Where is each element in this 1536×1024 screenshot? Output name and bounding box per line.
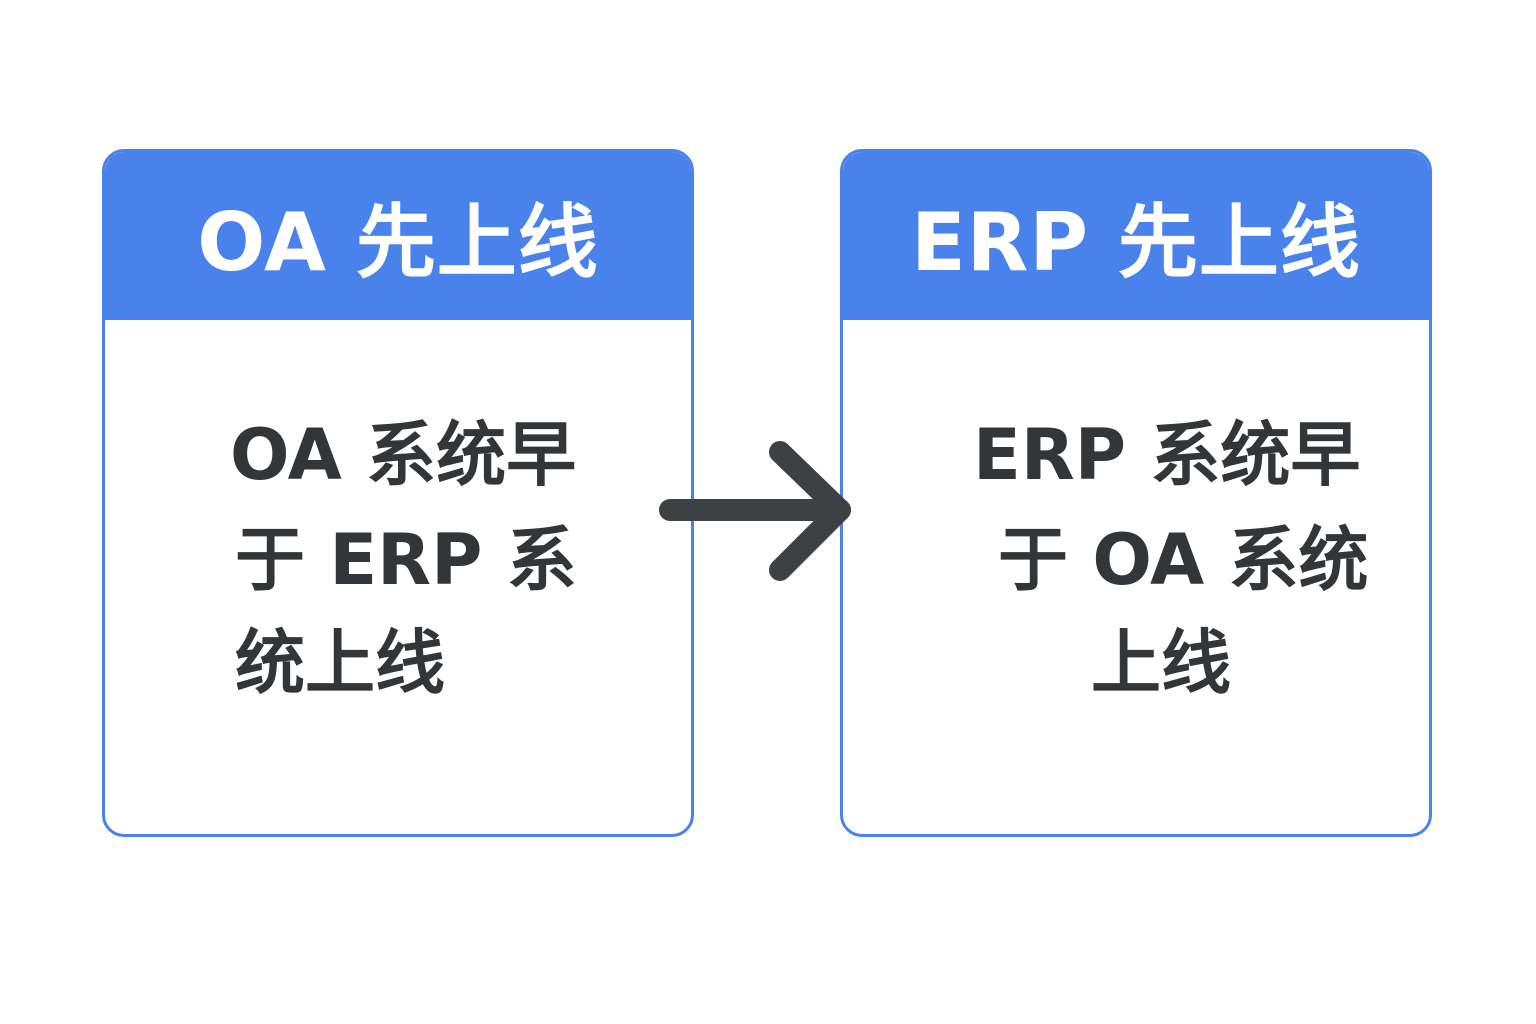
oa-first-header: OA 先上线 <box>105 152 691 320</box>
oa-first-text-line-1: OA 系统早 <box>230 414 577 496</box>
erp-first-title: ERP 先上线 <box>911 196 1361 289</box>
oa-first-body: OA 系统早 于 ERP 系 统上线 <box>105 320 691 834</box>
oa-first-text-line-3: 统上线 <box>235 622 445 704</box>
erp-first-body: ERP 系统早 于 OA 系统 上线 <box>843 320 1429 834</box>
oa-first-text-line-2: 于 ERP 系 <box>235 519 577 601</box>
erp-first-text-line-1: ERP 系统早 <box>973 414 1361 496</box>
arrow-right-icon <box>659 441 851 581</box>
oa-first-title: OA 先上线 <box>197 196 599 289</box>
oa-first-card: OA 先上线 OA 系统早 于 ERP 系 统上线 <box>102 149 694 837</box>
erp-first-header: ERP 先上线 <box>843 152 1429 320</box>
erp-first-text-line-2: 于 OA 系统 <box>998 519 1369 601</box>
arrow-head <box>769 441 851 581</box>
erp-first-text-line-3: 上线 <box>1091 622 1231 704</box>
erp-first-card: ERP 先上线 ERP 系统早 于 OA 系统 上线 <box>840 149 1432 837</box>
